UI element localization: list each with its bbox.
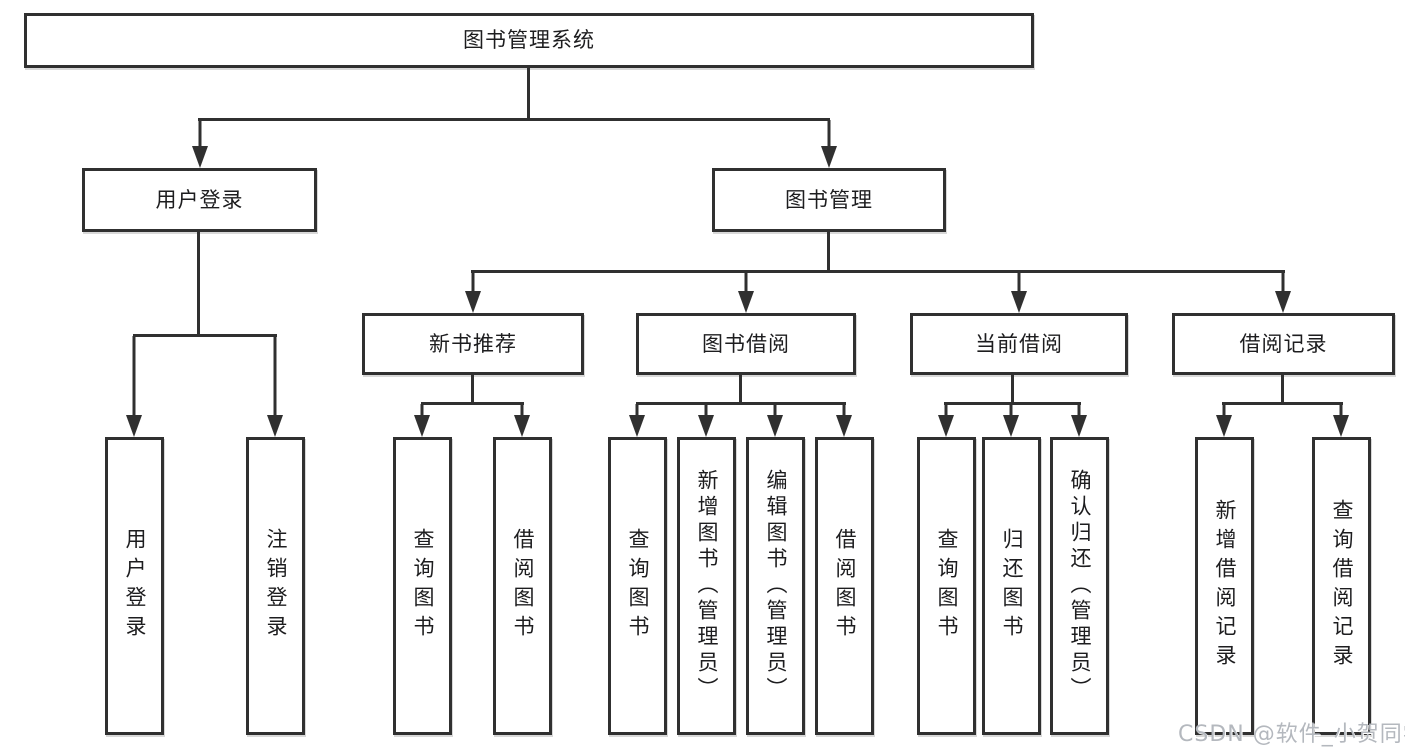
node-user-login: 用户登录	[82, 168, 317, 232]
leaf-edit-book-admin: 编辑图书（管理员）	[746, 437, 805, 735]
node-borrow-records: 借阅记录	[1172, 313, 1395, 375]
node-book-management: 图书管理	[712, 168, 946, 232]
leaf-user-login: 用户登录	[105, 437, 164, 735]
arrowhead-to-new-book	[465, 272, 481, 313]
node-current-borrow: 当前借阅	[910, 313, 1128, 375]
arrowhead-to-leaf-user-login	[126, 336, 142, 437]
arrowhead-to-leaf-confirm-return	[1071, 404, 1087, 437]
connector-current-borrow-stem	[1011, 375, 1014, 404]
arrowhead-to-leaf-borrow-books-1	[514, 404, 530, 437]
leaf-confirm-return-admin: 确认归还（管理员）	[1050, 437, 1109, 735]
leaf-add-borrow-record: 新增借阅记录	[1195, 437, 1254, 735]
arrowhead-to-leaf-add-book	[698, 404, 714, 437]
node-root: 图书管理系统	[24, 13, 1034, 68]
leaf-borrow-books-2: 借阅图书	[815, 437, 874, 735]
leaf-logout: 注销登录	[246, 437, 305, 735]
connector-user-login-rail	[133, 334, 277, 337]
arrowhead-to-leaf-logout	[267, 336, 283, 437]
connector-user-login-stem	[197, 232, 200, 336]
leaf-borrow-books-1: 借阅图书	[493, 437, 552, 735]
arrowhead-to-leaf-query-books-2	[629, 404, 645, 437]
arrowhead-to-book-borrow	[738, 272, 754, 313]
leaf-return-book: 归还图书	[982, 437, 1041, 735]
leaf-query-books-1: 查询图书	[393, 437, 452, 735]
watermark: CSDN @软件_小贺同学	[1178, 722, 1405, 747]
arrowhead-to-leaf-borrow-books-2	[836, 404, 852, 437]
node-new-book-recommend: 新书推荐	[362, 313, 584, 375]
arrowhead-to-leaf-add-record	[1216, 404, 1232, 437]
arrowhead-to-leaf-edit-book	[767, 404, 783, 437]
arrowhead-to-leaf-query-books-1	[414, 404, 430, 437]
arrowhead-to-leaf-query-record	[1333, 404, 1349, 437]
arrowhead-to-book-management	[821, 120, 837, 168]
connector-new-book-rail	[421, 402, 524, 405]
connector-book-borrow-stem	[739, 375, 742, 404]
leaf-add-book-admin: 新增图书（管理员）	[677, 437, 736, 735]
connector-borrow-records-rail	[1222, 402, 1343, 405]
leaf-query-books-2: 查询图书	[608, 437, 667, 735]
arrowhead-to-leaf-return-book	[1003, 404, 1019, 437]
leaf-query-borrow-record: 查询借阅记录	[1312, 437, 1371, 735]
arrowhead-to-user-login	[192, 120, 208, 168]
connector-level2-rail	[198, 118, 830, 121]
connector-book-management-stem	[827, 232, 830, 273]
connector-root-stem	[527, 68, 530, 121]
connector-book-borrow-rail	[636, 402, 846, 405]
node-book-borrow: 图书借阅	[636, 313, 856, 375]
arrowhead-to-borrow-records	[1275, 272, 1291, 313]
leaf-query-books-3: 查询图书	[917, 437, 976, 735]
arrowhead-to-leaf-query-books-3	[938, 404, 954, 437]
connector-new-book-stem	[471, 375, 474, 404]
connector-level3-rail	[471, 270, 1285, 273]
connector-borrow-records-stem	[1281, 375, 1284, 404]
arrowhead-to-current-borrow	[1011, 272, 1027, 313]
